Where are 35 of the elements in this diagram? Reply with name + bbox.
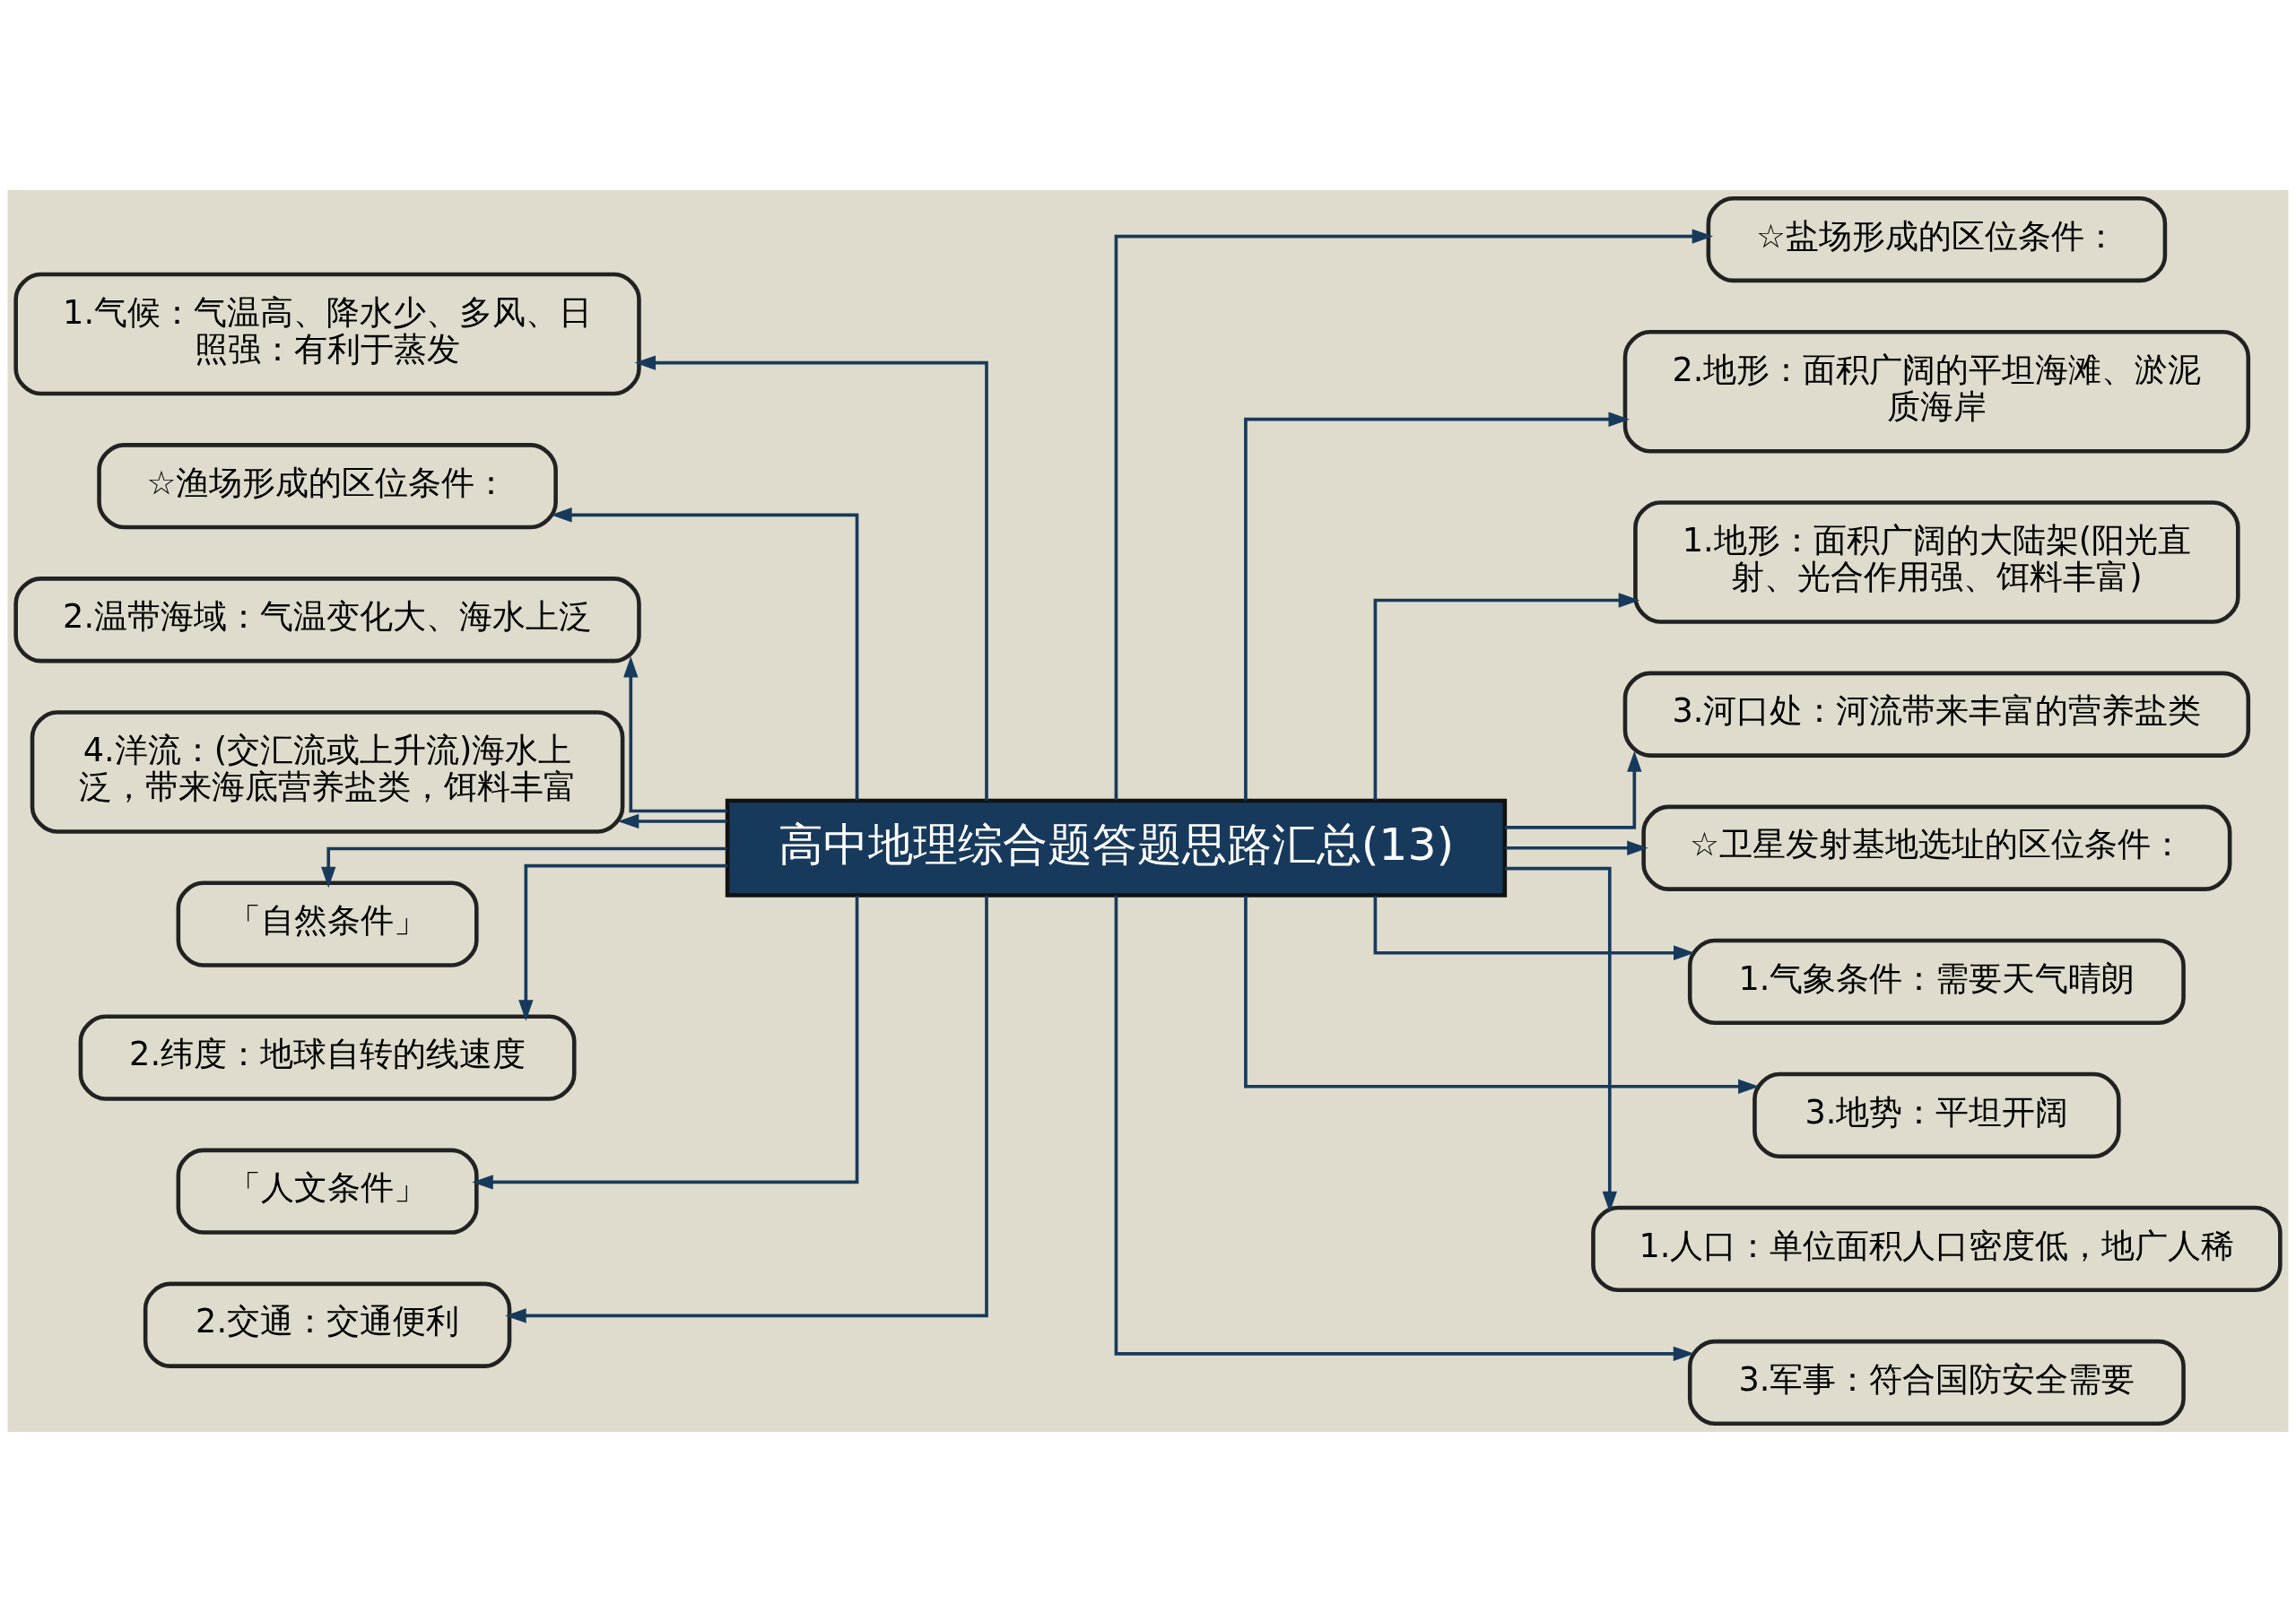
node-box: 1.气象条件：需要天气晴朗 — [1687, 938, 2186, 1025]
arrow — [1373, 593, 1640, 801]
node-box: 4.洋流：(交汇流或上升流)海水上泛，带来海底营养盐类，饵料丰富 — [30, 710, 625, 834]
arrow — [1114, 895, 1695, 1362]
arrow — [1114, 229, 1714, 801]
arrow — [617, 813, 727, 829]
arrow — [1505, 866, 1617, 1213]
node-box: 「人文条件」 — [176, 1148, 479, 1235]
arrow — [518, 863, 727, 1021]
node-box: 3.地势：平坦开阔 — [1752, 1071, 2121, 1159]
node-box: 1.人口：单位面积人口密度低，地广人稀 — [1591, 1205, 2283, 1293]
node-box: 1.气候：气温高、降水少、多风、日照强：有利于蒸发 — [13, 272, 641, 396]
arrow — [623, 655, 727, 813]
node-box: 3.河口处：河流带来丰富的营养盐类 — [1622, 671, 2251, 758]
node-box: 2.纬度：地球自转的线速度 — [78, 1014, 577, 1101]
arrow — [472, 896, 859, 1190]
node-box: 2.交通：交通便利 — [143, 1281, 512, 1368]
arrow — [1244, 895, 1760, 1094]
arrow — [1505, 840, 1648, 855]
node-box: 3.军事：符合国防安全需要 — [1687, 1339, 2186, 1427]
arrow — [505, 895, 988, 1323]
arrow — [1244, 412, 1630, 801]
node-box: 2.温带海域：气温变化大、海水上泛 — [13, 577, 641, 664]
node-box: 「自然条件」 — [176, 880, 479, 967]
node-box: 高中地理综合题答题思路汇总(13) — [725, 798, 1508, 898]
node-box: 2.地形：面积广阔的平坦海滩、淤泥质海岸 — [1622, 329, 2251, 454]
node-box: 1.地形：面积广阔的大陆架(阳光直射、光合作用强、饵料丰富) — [1633, 500, 2240, 624]
arrow — [1505, 750, 1642, 829]
node-box: ☆盐场形成的区位条件： — [1706, 195, 2168, 283]
arrow — [1373, 895, 1695, 960]
node-box: ☆卫星发射基地选址的区位条件： — [1641, 804, 2232, 891]
arrow — [551, 507, 859, 801]
arrow — [634, 355, 988, 801]
node-box: ☆渔场形成的区位条件： — [97, 443, 558, 530]
arrow — [321, 846, 727, 889]
